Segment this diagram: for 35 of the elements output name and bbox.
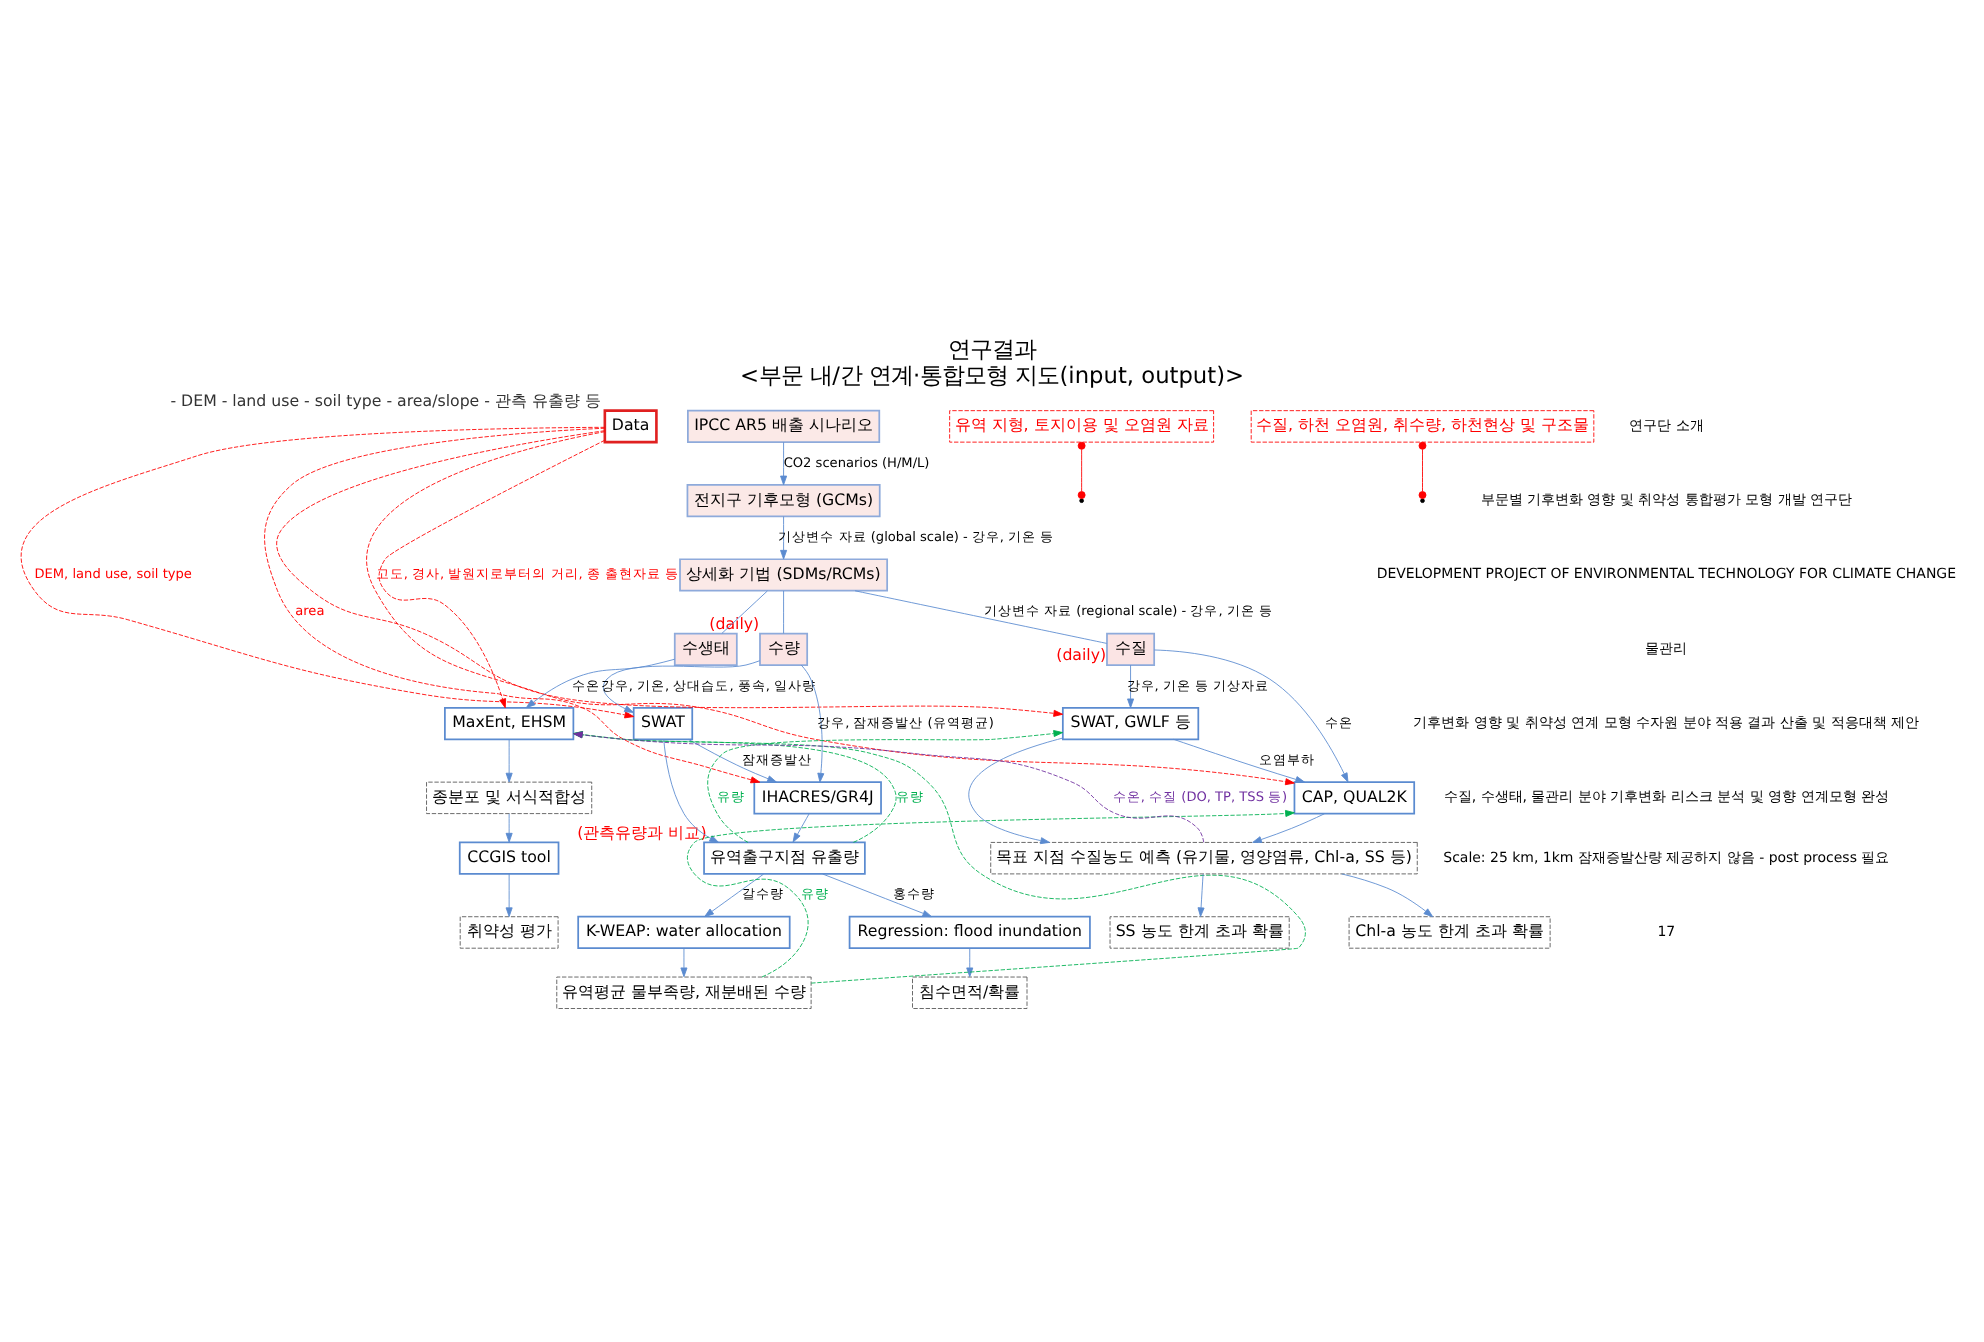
arrow	[1127, 663, 1135, 708]
arrow	[680, 946, 688, 977]
arrow	[366, 430, 1295, 785]
arrow	[780, 440, 788, 485]
arrow	[20, 425, 635, 718]
connector	[1081, 447, 1083, 491]
arrow	[688, 738, 777, 782]
connector	[1422, 447, 1423, 491]
arrow	[966, 946, 974, 977]
arrow	[505, 872, 513, 916]
connector	[721, 589, 768, 633]
arrow	[1173, 737, 1305, 782]
arrow	[505, 738, 513, 782]
caption: <부문 내/간 연계·통합모형 지도(input, output)>	[739, 359, 1245, 388]
arrow	[707, 729, 1064, 842]
arrow	[1341, 872, 1434, 917]
connector	[783, 589, 784, 633]
arrow	[378, 438, 606, 708]
arrow	[525, 657, 676, 708]
arrow	[822, 872, 933, 917]
arrow	[276, 429, 1064, 716]
arrow	[780, 515, 788, 559]
arrow	[968, 736, 1064, 844]
arrow	[800, 663, 825, 782]
diagram-title: 연구결과	[948, 334, 1036, 363]
arrow	[602, 659, 761, 712]
arrow	[1197, 872, 1205, 916]
arrow	[505, 812, 513, 842]
arrow	[1154, 648, 1349, 782]
arrow	[1252, 812, 1325, 842]
arrow	[704, 872, 765, 916]
connector	[854, 589, 1108, 643]
arrow	[792, 812, 810, 842]
arrow	[663, 737, 719, 842]
arrow	[264, 426, 761, 783]
